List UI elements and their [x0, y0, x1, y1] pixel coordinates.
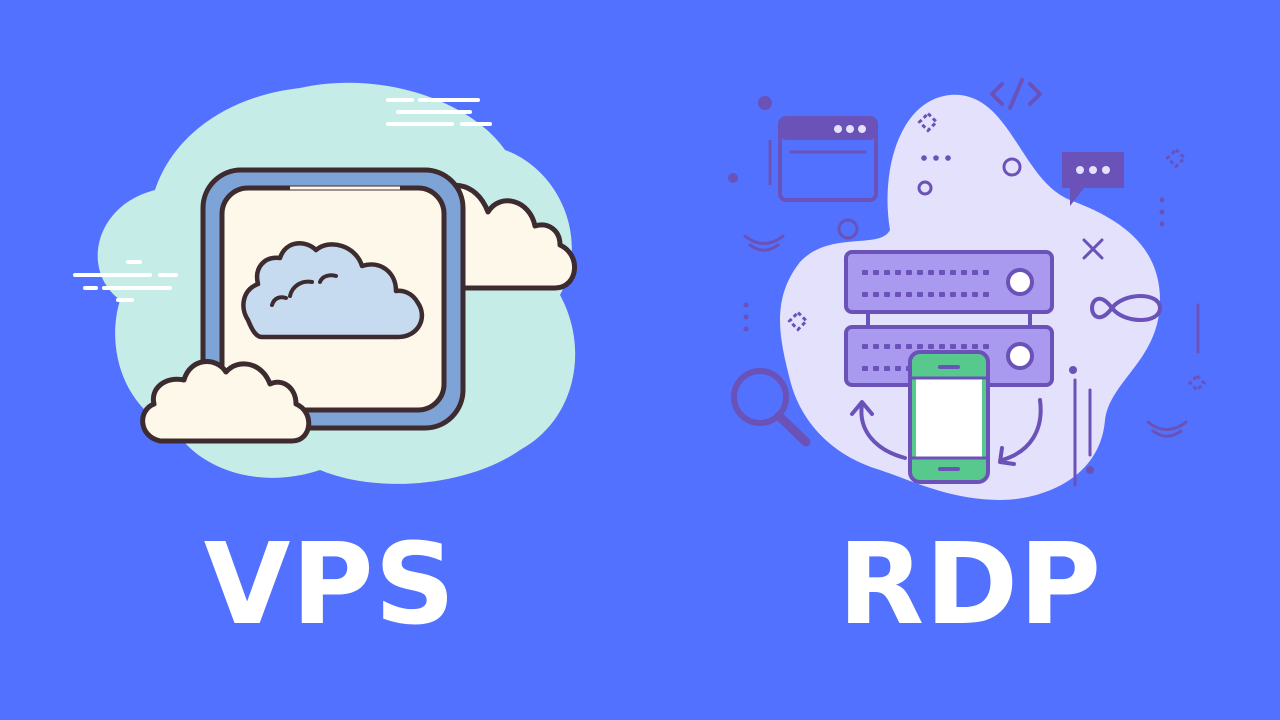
server-vent-hole [983, 292, 989, 297]
server-vent-hole [917, 344, 923, 349]
code-tag-icon [990, 78, 1042, 110]
server-vent-hole [961, 344, 967, 349]
server-vent-hole [895, 270, 901, 275]
server-vent-hole [939, 292, 945, 297]
server-vent-hole [950, 292, 956, 297]
cloud-right-icon [427, 183, 578, 291]
server-vent-hole [928, 270, 934, 275]
server-vent-hole [928, 344, 934, 349]
ring-icon [837, 157, 1022, 240]
server-vent-hole [950, 270, 956, 275]
server-vent-hole [862, 292, 868, 297]
server-vent-hole [884, 270, 890, 275]
server-vent-hole [928, 292, 934, 297]
server-vent-hole [862, 366, 868, 371]
speed-lines-left-icon [73, 260, 178, 302]
server-vent-hole [917, 292, 923, 297]
speed-lines-top-icon [386, 98, 492, 126]
decorative-dots-icon [728, 96, 1094, 474]
server-vent-hole [983, 270, 989, 275]
server-vent-hole [895, 292, 901, 297]
server-vent-hole [873, 270, 879, 275]
inner-cloud-icon [241, 241, 425, 340]
server-vent-hole [972, 292, 978, 297]
server-vent-hole [884, 344, 890, 349]
rdp-label: RDP [837, 520, 1103, 650]
server-vent-hole [884, 292, 890, 297]
search-icon [731, 368, 811, 447]
server-vent-hole [972, 344, 978, 349]
server-vent-hole [917, 270, 923, 275]
server-vent-hole [906, 344, 912, 349]
server-vent-hole [873, 366, 879, 371]
server-vent-hole [939, 270, 945, 275]
server-vent-hole [961, 292, 967, 297]
infinity-icon [1089, 294, 1163, 322]
server-vent-hole [983, 344, 989, 349]
cloud-bottom-left-icon [140, 359, 312, 444]
chat-bubble-icon [1062, 152, 1124, 206]
server-vent-hole [873, 292, 879, 297]
server-vent-hole [862, 344, 868, 349]
server-vent-hole [884, 366, 890, 371]
server-vent-hole [906, 292, 912, 297]
browser-window-icon [768, 116, 878, 202]
server-vent-hole [961, 270, 967, 275]
server-vent-hole [939, 344, 945, 349]
sync-arrows-icon [850, 398, 1043, 466]
signal-waves-icon [743, 234, 1188, 438]
server-vent-hole [862, 270, 868, 275]
vps-label: VPS [203, 520, 457, 650]
server-vent-hole [972, 270, 978, 275]
server-vent-hole [873, 344, 879, 349]
close-icon [1082, 238, 1104, 260]
server-vent-hole [895, 344, 901, 349]
vertical-lines-icon [1073, 303, 1200, 487]
server-vent-hole [906, 270, 912, 275]
server-vent-hole [895, 366, 901, 371]
ellipsis-dots-icon [743, 155, 1165, 332]
server-vent-hole [950, 344, 956, 349]
smartphone-icon [908, 350, 990, 484]
